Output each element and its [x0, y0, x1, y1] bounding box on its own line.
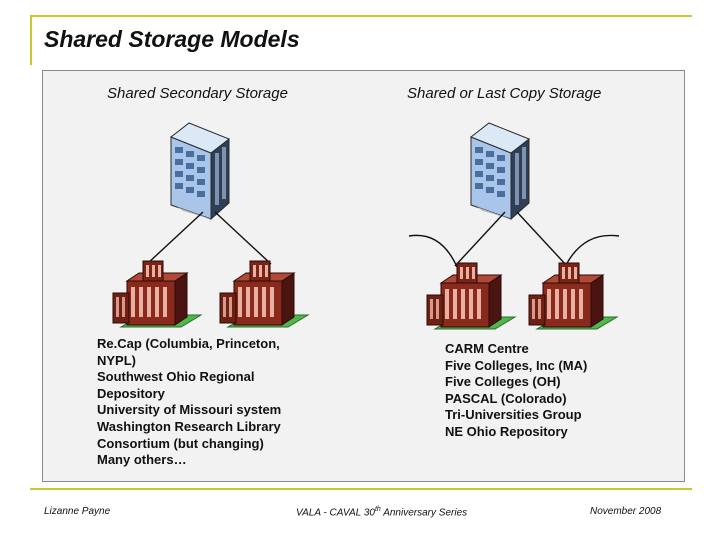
diagram-panel: Shared Secondary Storage Shared or Last … [42, 70, 685, 482]
list-item: Depository [97, 385, 165, 401]
list-item: Re.Cap (Columbia, Princeton, [97, 336, 280, 351]
list-item: Five Colleges (OH) [445, 374, 561, 390]
left-model-heading: Shared Secondary Storage [107, 85, 288, 102]
left-storage-facility-icon [170, 122, 230, 222]
list-item: Southwest Ohio Regional [97, 369, 255, 385]
right-examples-list: CARM Centre Five Colleges, Inc (MA) Five… [445, 341, 587, 441]
bottom-accent-rule [30, 488, 692, 490]
right-connector-b [516, 211, 568, 267]
list-item: Five Colleges, Inc (MA) [445, 357, 588, 373]
right-member-library-icon-b [528, 262, 618, 330]
left-member-library-icon-a [112, 260, 202, 328]
footer-series: VALA - CAVAL 30th Anniversary Series [296, 506, 467, 518]
right-model-heading: Shared or Last Copy Storage [407, 85, 602, 102]
left-connector-b [214, 211, 272, 265]
list-item: NE Ohio Repository [445, 423, 568, 439]
top-accent-rule [30, 15, 692, 17]
list-item: Consortium (but changing) [97, 435, 264, 451]
diagram-canvas [112, 122, 620, 330]
footer-author: Lizanne Payne [44, 506, 111, 517]
slide-title: Shared Storage Models [44, 26, 300, 52]
left-accent-rule [30, 15, 32, 65]
footer-series-prefix: VALA - CAVAL 30 [296, 507, 375, 519]
list-item: CARM Centre [445, 341, 529, 356]
footer-series-suffix: Anniversary Series [380, 507, 468, 519]
list-item: NYPL) [97, 352, 136, 368]
right-return-arc-b [564, 234, 620, 268]
list-item: University of Missouri system [97, 402, 282, 418]
footer-date: November 2008 [590, 506, 662, 517]
footer-series-superscript: th [374, 506, 381, 513]
list-item: Washington Research Library [97, 418, 281, 434]
right-connector-a [454, 211, 506, 267]
right-storage-facility-icon [470, 122, 530, 222]
list-item: Tri-Universities Group [445, 407, 582, 423]
list-item: Many others… [97, 452, 187, 468]
left-connector-a [146, 211, 204, 265]
right-member-library-icon-a [426, 262, 516, 330]
list-item: PASCAL (Colorado) [445, 390, 567, 406]
left-examples-list: Re.Cap (Columbia, Princeton, NYPL) South… [97, 336, 281, 469]
left-member-library-icon-b [219, 260, 309, 328]
right-return-arc-a [408, 234, 458, 268]
